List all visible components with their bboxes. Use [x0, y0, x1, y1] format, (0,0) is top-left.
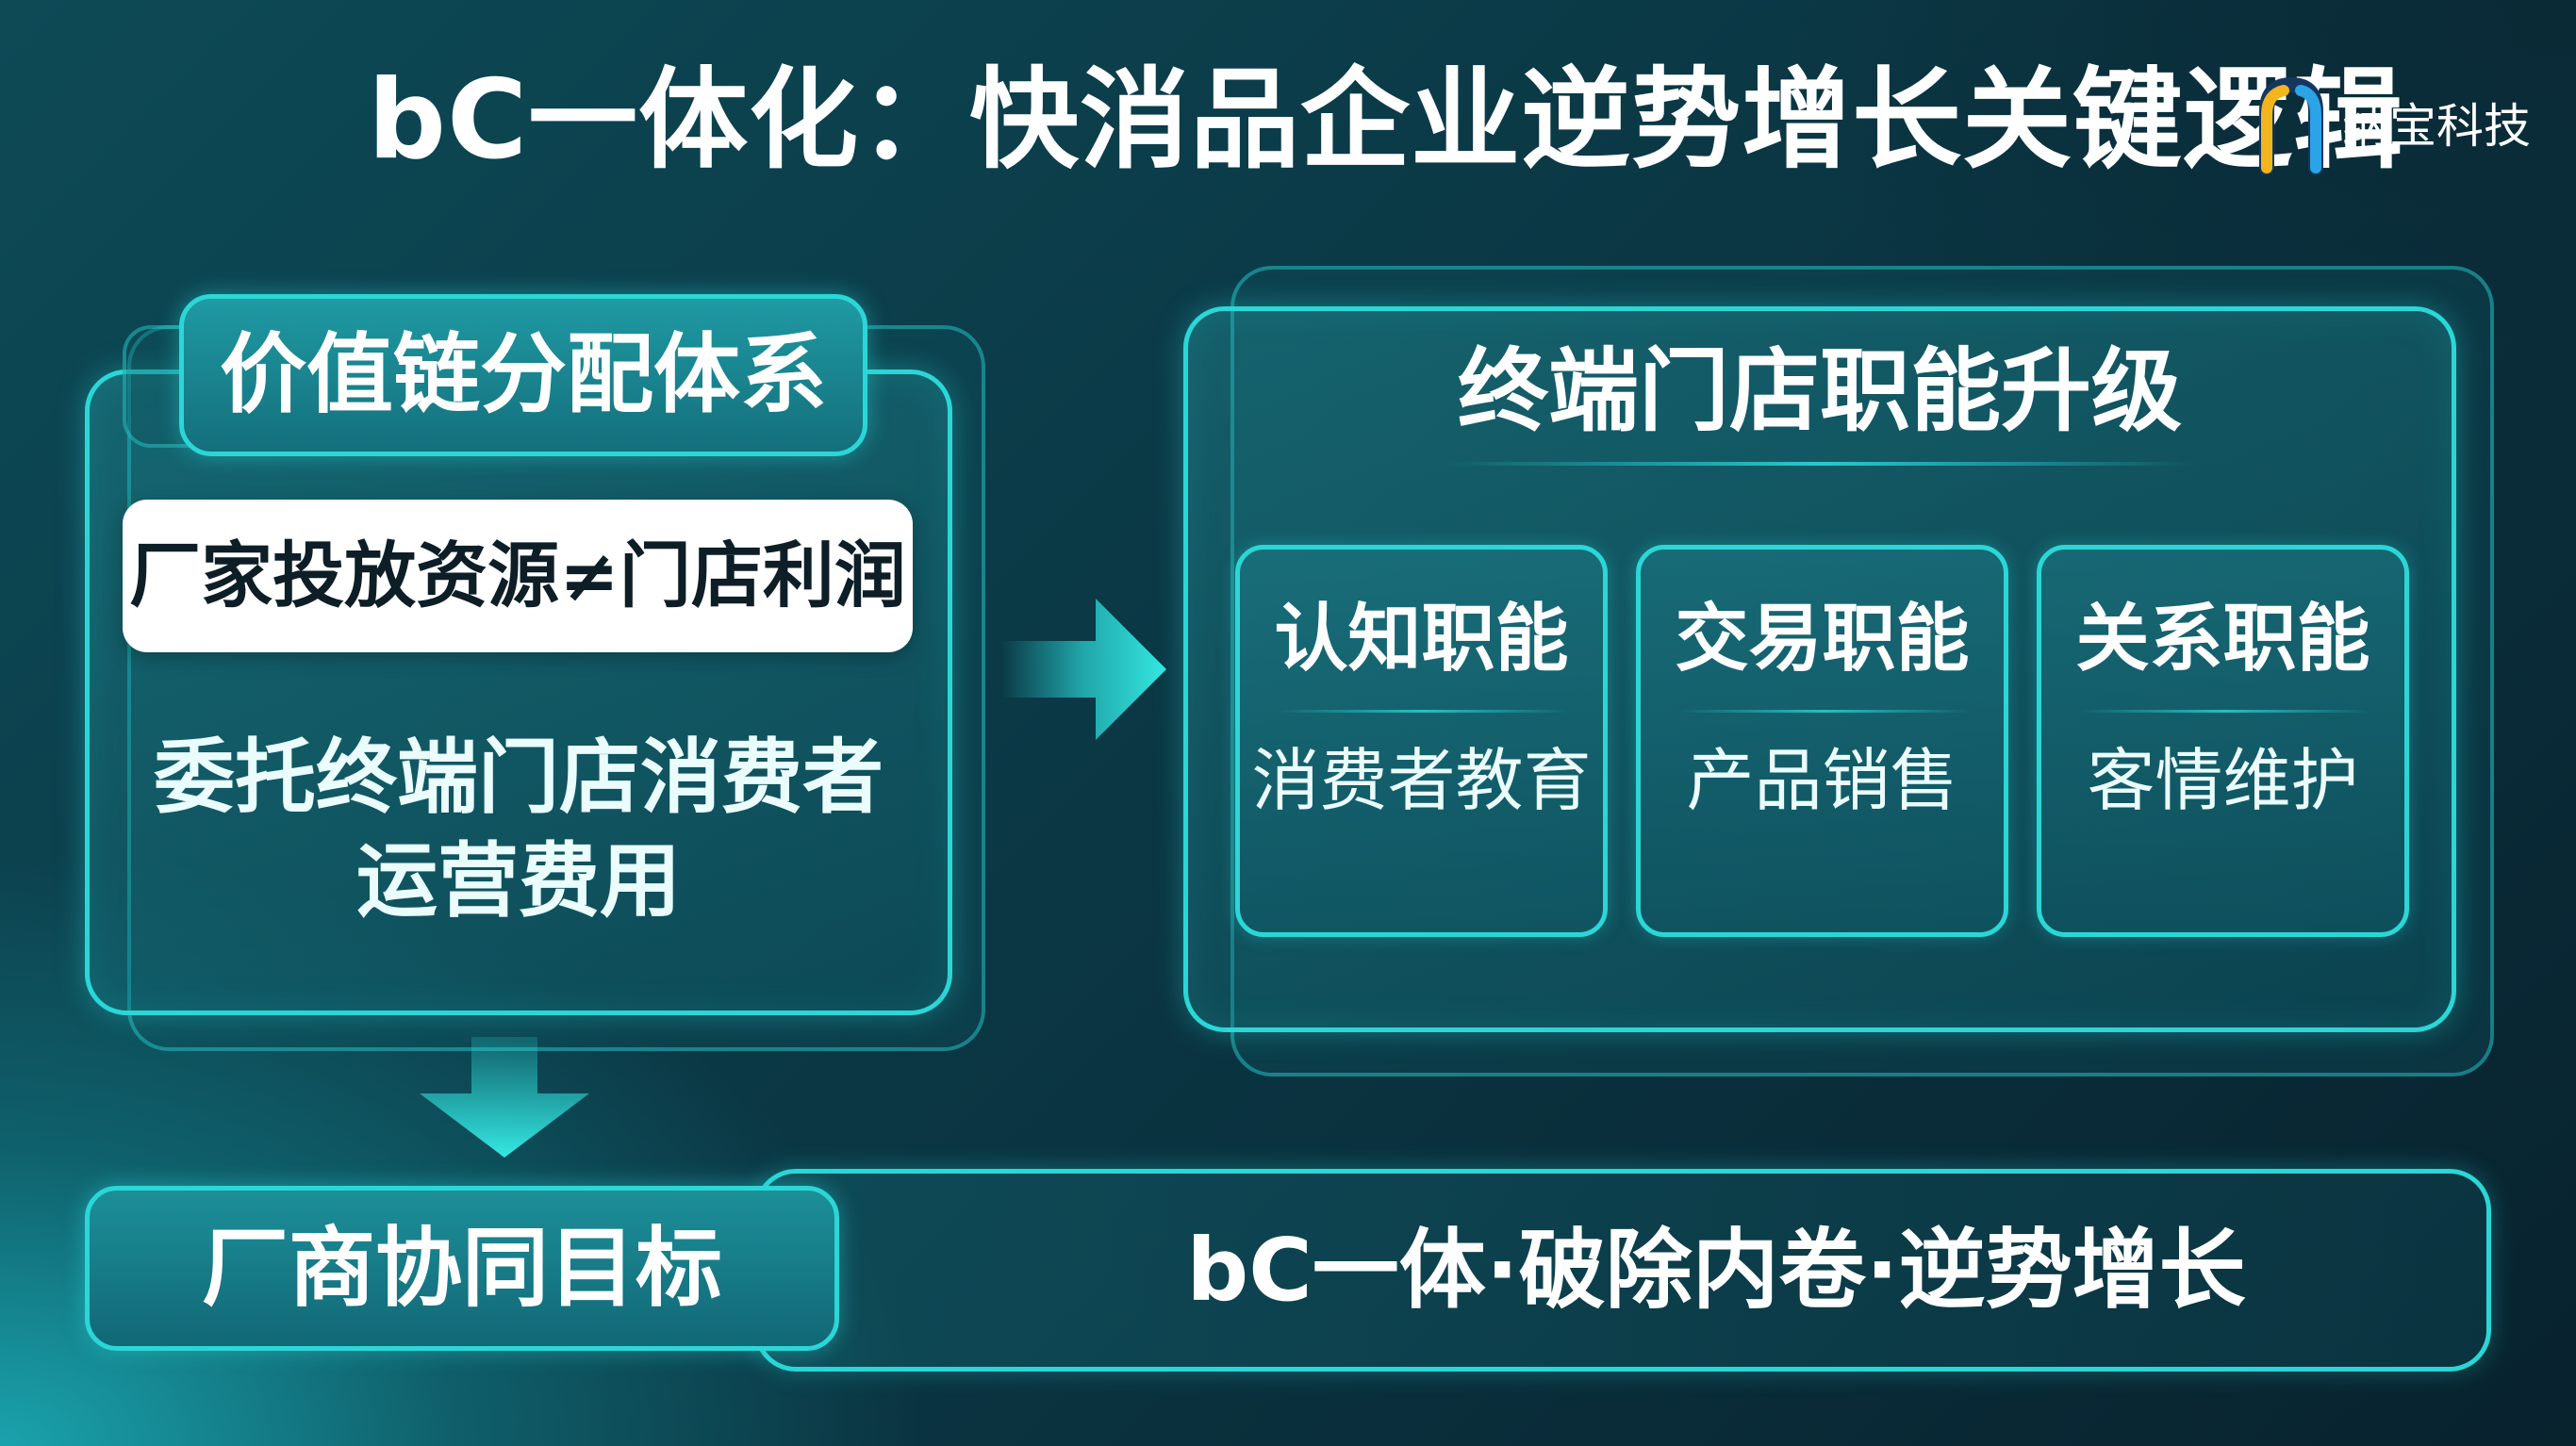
- function-card-title: 认知职能: [1274, 597, 1569, 682]
- function-card-cognition: 认知职能 消费者教育: [1235, 545, 1608, 937]
- value-chain-description: 委托终端门店消费者运营费用: [154, 731, 883, 928]
- value-chain-tab: 价值链分配体系: [179, 294, 867, 456]
- resource-not-profit-box: 厂家投放资源≠门店利润: [123, 500, 913, 652]
- collaboration-goal-label: 厂商协同目标: [85, 1186, 839, 1351]
- store-function-panel: [1183, 306, 2456, 1032]
- function-card-transaction: 交易职能 产品销售: [1636, 545, 2008, 937]
- function-card-divider: [2079, 710, 2371, 713]
- arrow-right-icon: [1001, 599, 1166, 740]
- slogan-bar: [754, 1169, 2491, 1372]
- function-card-title: 交易职能: [1675, 597, 1970, 682]
- function-card-divider: [1278, 710, 1570, 713]
- value-chain-panel: [85, 370, 952, 1015]
- slogan-text: bC一体·破除内卷·逆势增长: [1186, 1220, 2246, 1321]
- company-logo-mark-icon: [2259, 76, 2323, 175]
- function-card-divider: [1678, 710, 1971, 713]
- store-function-divider: [1443, 462, 2197, 466]
- function-card-subtitle: 客情维护: [2087, 741, 2359, 820]
- arrow-down-icon: [420, 1037, 589, 1158]
- function-card-subtitle: 消费者教育: [1251, 741, 1592, 820]
- function-card-relationship: 关系职能 客情维护: [2037, 545, 2409, 937]
- company-logo: 纳宝科技: [2254, 74, 2536, 177]
- function-card-title: 关系职能: [2075, 597, 2370, 682]
- store-function-title: 终端门店职能升级: [1458, 338, 2182, 444]
- right-panel-shadow-frame: [1230, 266, 2494, 1076]
- function-card-subtitle: 产品销售: [1686, 741, 1958, 820]
- page-title: bC一体化：快消品企业逆势增长关键逻辑: [368, 57, 2404, 184]
- company-logo-text: 纳宝科技: [2342, 99, 2531, 154]
